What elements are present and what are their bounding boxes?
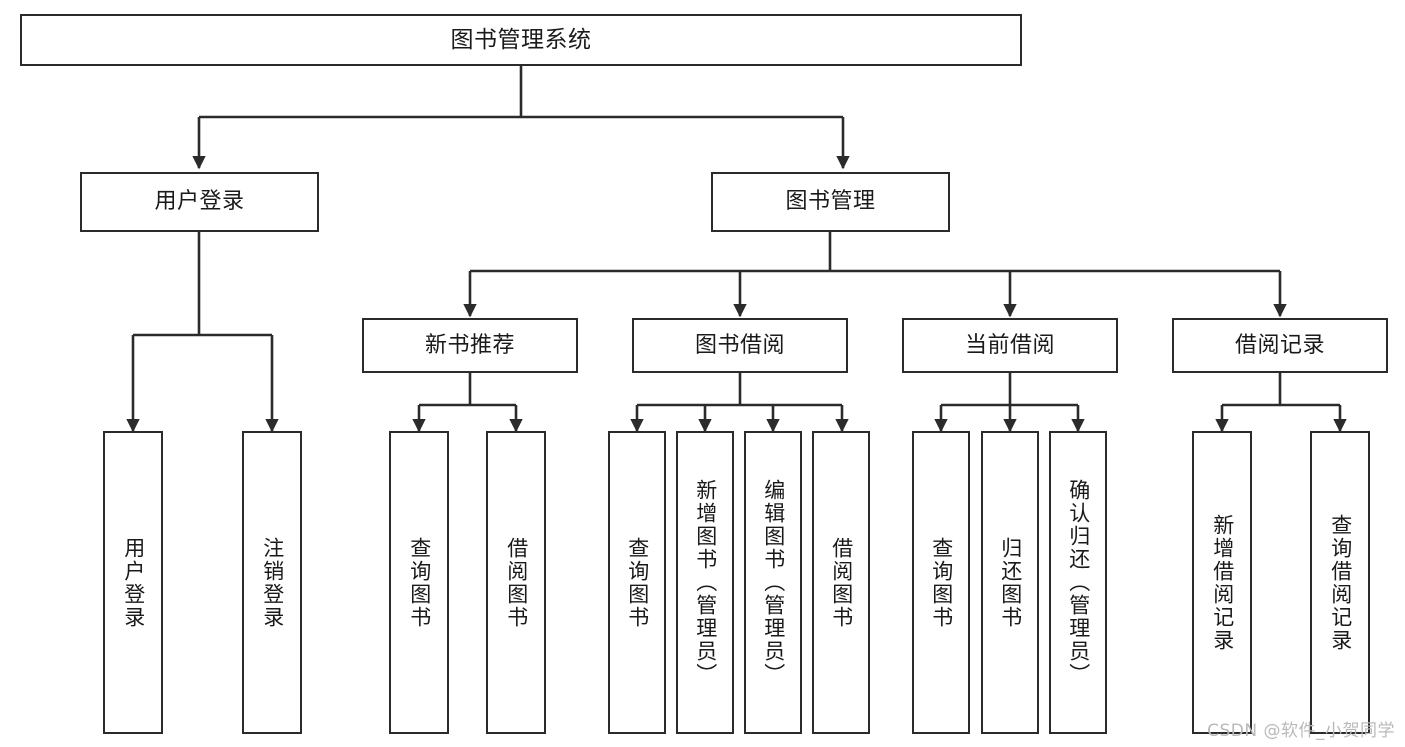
- node-label: 图书借阅: [694, 332, 785, 358]
- node-label: 查询图书: [407, 536, 432, 629]
- node-current-borrow[interactable]: 当前借阅: [902, 318, 1118, 373]
- node-root-book-management-system[interactable]: 图书管理系统: [20, 14, 1022, 66]
- node-book-management[interactable]: 图书管理: [711, 172, 950, 232]
- leaf-borrow-book[interactable]: 借阅图书: [812, 431, 870, 734]
- leaf-user-login[interactable]: 用户登录: [103, 431, 163, 734]
- leaf-return-book[interactable]: 归还图书: [981, 431, 1039, 734]
- node-label: 借阅记录: [1234, 332, 1325, 358]
- leaf-edit-book-admin[interactable]: 编辑图书（管理员）: [744, 431, 802, 734]
- leaf-add-book-admin[interactable]: 新增图书（管理员）: [676, 431, 734, 734]
- node-label: 用户登录: [121, 536, 146, 629]
- leaf-confirm-return-admin[interactable]: 确认归还（管理员）: [1049, 431, 1107, 734]
- node-label: 借阅图书: [504, 536, 529, 629]
- node-borrow-record[interactable]: 借阅记录: [1172, 318, 1388, 373]
- node-label: 查询图书: [929, 536, 954, 629]
- leaf-query-borrow-record[interactable]: 查询借阅记录: [1310, 431, 1370, 734]
- leaf-add-borrow-record[interactable]: 新增借阅记录: [1192, 431, 1252, 734]
- node-label: 查询借阅记录: [1328, 513, 1353, 652]
- node-label: 图书管理系统: [450, 26, 592, 53]
- leaf-query-book-borrow[interactable]: 查询图书: [608, 431, 666, 734]
- leaf-query-book-recommend[interactable]: 查询图书: [389, 431, 449, 734]
- node-book-borrow[interactable]: 图书借阅: [632, 318, 848, 373]
- node-label: 图书管理: [785, 189, 876, 215]
- node-label: 查询图书: [625, 536, 650, 629]
- watermark: CSDN @软件_小贺同学: [1207, 721, 1395, 741]
- node-label: 新增图书（管理员）: [693, 479, 718, 686]
- node-new-book-recommend[interactable]: 新书推荐: [362, 318, 578, 373]
- leaf-query-book-current[interactable]: 查询图书: [912, 431, 970, 734]
- node-label: 用户登录: [154, 189, 245, 215]
- node-label: 当前借阅: [964, 332, 1055, 358]
- node-label: 借阅图书: [829, 536, 854, 629]
- leaf-borrow-book-recommend[interactable]: 借阅图书: [486, 431, 546, 734]
- node-label: 编辑图书（管理员）: [761, 479, 786, 686]
- node-label: 注销登录: [260, 536, 285, 629]
- node-label: 确认归还（管理员）: [1066, 479, 1091, 686]
- node-label: 归还图书: [998, 536, 1023, 629]
- leaf-logout-login[interactable]: 注销登录: [242, 431, 302, 734]
- node-label: 新增借阅记录: [1210, 513, 1235, 652]
- node-user-login[interactable]: 用户登录: [80, 172, 319, 232]
- node-label: 新书推荐: [424, 332, 515, 358]
